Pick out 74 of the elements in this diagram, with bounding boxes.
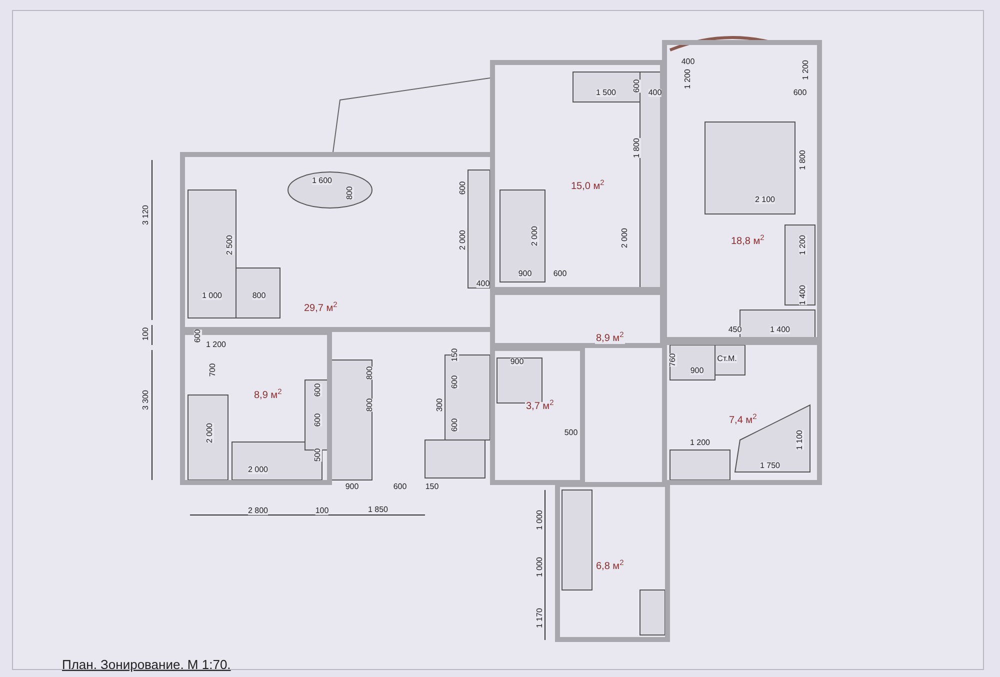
- dimension-label: 150: [425, 483, 439, 491]
- dimension-label: 1 600: [312, 177, 332, 185]
- dimension-label: 600: [314, 413, 322, 427]
- dimension-label: 1 170: [536, 608, 544, 628]
- room-outline: [662, 340, 822, 485]
- dimension-label: 700: [209, 363, 217, 377]
- dimension-label: 800: [366, 366, 374, 380]
- dimension-label: 1 200: [684, 68, 692, 90]
- dimension-label: 800: [346, 186, 354, 200]
- dimension-label: 600: [553, 270, 567, 278]
- dimension-label: 800: [366, 398, 374, 412]
- dimension-label: 1 200: [690, 439, 710, 447]
- dimension-label: 2 000: [531, 226, 539, 246]
- room-area: 8,9 м$^{2}$: [253, 391, 283, 401]
- dimension-label: 600: [393, 483, 407, 491]
- room-outline: [490, 346, 585, 485]
- dimension-label: 1 200: [802, 60, 810, 80]
- dimension-label: 600: [314, 383, 322, 397]
- dimension-label: Ст.М.: [717, 355, 737, 363]
- dimension-label: 450: [728, 326, 742, 334]
- dimension-label: 900: [510, 358, 524, 366]
- dimension-label: 1 800: [799, 150, 807, 170]
- dimension-label: 1 500: [596, 89, 616, 97]
- dimension-label: 900: [345, 483, 359, 491]
- dimension-label: 1 400: [799, 284, 807, 306]
- dimension-label: 2 500: [226, 234, 234, 256]
- room-area: 29,7 м$^{2}$: [303, 304, 338, 314]
- dimension-label: 1 800: [633, 138, 641, 158]
- dimension-label: 400: [681, 58, 695, 66]
- room-outline: [180, 330, 332, 485]
- dimension-label: 2 000: [459, 230, 467, 250]
- dimension-label: 600: [633, 79, 641, 93]
- dimension-label: 1 400: [770, 326, 790, 334]
- caption: План. Зонирование. М 1:70.: [62, 656, 231, 674]
- dimension-label: 600: [793, 89, 807, 97]
- dimension-label: 760: [669, 353, 677, 367]
- room-area: 8,9 м$^{2}$: [595, 334, 625, 344]
- room-outline: [490, 290, 665, 348]
- room-area: 3,7 м$^{2}$: [525, 402, 555, 412]
- dimension-label: 400: [648, 89, 662, 97]
- room-outline: [555, 482, 670, 642]
- room-area: 6,8 м$^{2}$: [595, 562, 625, 572]
- dimension-label: 100: [315, 507, 329, 515]
- dimension-label: 1 200: [799, 234, 807, 256]
- dimension-label: 900: [518, 270, 532, 278]
- dimension-label: 2 000: [248, 466, 268, 474]
- dimension-label: 1 100: [796, 430, 804, 450]
- dimension-label: 1 850: [368, 506, 388, 514]
- dimension-label: 600: [451, 418, 459, 432]
- dimension-label: 100: [142, 327, 150, 341]
- dimension-label: 2 100: [754, 196, 776, 204]
- room-area: 15,0 м$^{2}$: [570, 182, 606, 192]
- dimension-label: 1 000: [536, 556, 544, 578]
- dimension-label: 900: [690, 367, 704, 375]
- dimension-label: 3 300: [142, 390, 150, 410]
- dimension-label: 2 000: [621, 228, 629, 248]
- dimension-label: 2 000: [206, 422, 214, 444]
- room-area: 18,8 м$^{2}$: [730, 237, 766, 247]
- dimension-label: 600: [451, 375, 459, 389]
- dimension-label: 600: [459, 181, 467, 195]
- dimension-label: 150: [451, 348, 459, 362]
- dimension-label: 1 750: [760, 462, 780, 470]
- dimension-label: 1 000: [536, 510, 544, 530]
- dimension-label: 400: [476, 280, 490, 288]
- dimension-label: 500: [564, 429, 578, 437]
- room-area: 7,4 м$^{2}$: [728, 416, 758, 426]
- dimension-label: 300: [436, 398, 444, 412]
- dimension-label: 500: [314, 448, 322, 462]
- dimension-label: 1 000: [202, 292, 222, 300]
- dimension-label: 1 200: [206, 341, 226, 349]
- dimension-label: 800: [252, 292, 266, 300]
- dimension-label: 2 800: [248, 507, 268, 515]
- dimension-label: 600: [194, 329, 202, 343]
- dimension-label: 3 120: [142, 204, 150, 226]
